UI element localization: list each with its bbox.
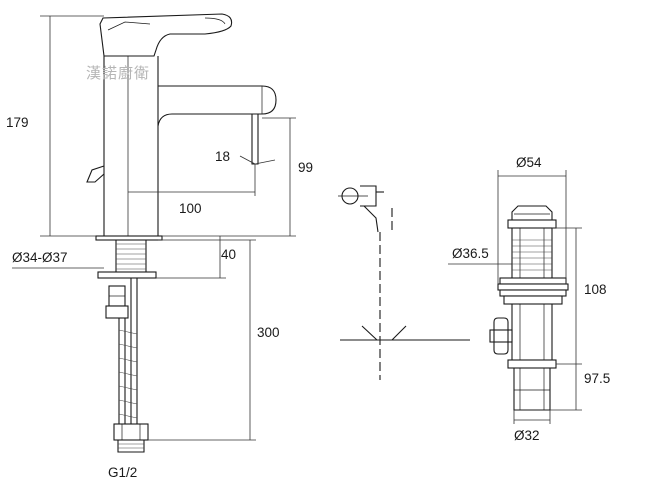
faucet-hose: [118, 318, 126, 424]
deck-thickness-label: 40: [221, 247, 236, 262]
faucet-dimensions: [12, 15, 296, 441]
height-label: 179: [6, 115, 29, 130]
drain-tail-diameter-label: Ø32: [514, 428, 540, 443]
faucet-base-ring: [95, 235, 163, 241]
spout-drop-label: 99: [298, 160, 313, 175]
drain-tail-length-label: 97.5: [584, 371, 610, 386]
hose-connector: [113, 423, 149, 441]
drain-flange: [499, 277, 567, 285]
faucet-handle: [99, 13, 233, 57]
watermark: 漢諾廚衛: [86, 64, 150, 82]
drain-dimensions: [448, 170, 582, 424]
drain-drawing: [489, 205, 569, 411]
hole-diameter-label: Ø34-Ø37: [12, 250, 68, 265]
drain-top-diameter-label: Ø54: [516, 155, 542, 170]
drain-tail-pipe: [513, 368, 551, 411]
faucet-spout: [157, 85, 277, 127]
basin-section: [338, 185, 470, 380]
drain-body-length-label: 108: [584, 282, 607, 297]
angle-label: 18: [215, 149, 230, 164]
popup-rod: [86, 165, 105, 183]
basin-bowl: [361, 325, 407, 341]
drain-rod-connector: [489, 329, 513, 343]
faucet-deck-plate: [97, 271, 157, 279]
drain-cap: [511, 205, 553, 221]
hose-braid: [118, 329, 138, 419]
thread-label: G1/2: [108, 465, 137, 480]
spout-reach-label: 100: [179, 201, 202, 216]
drain-hole-diameter-label: Ø36.5: [452, 246, 489, 261]
faucet-drawing: [86, 13, 277, 453]
faucet-body: [103, 56, 159, 237]
hose-length-label: 300: [257, 325, 280, 340]
drain-thread: [512, 239, 552, 271]
